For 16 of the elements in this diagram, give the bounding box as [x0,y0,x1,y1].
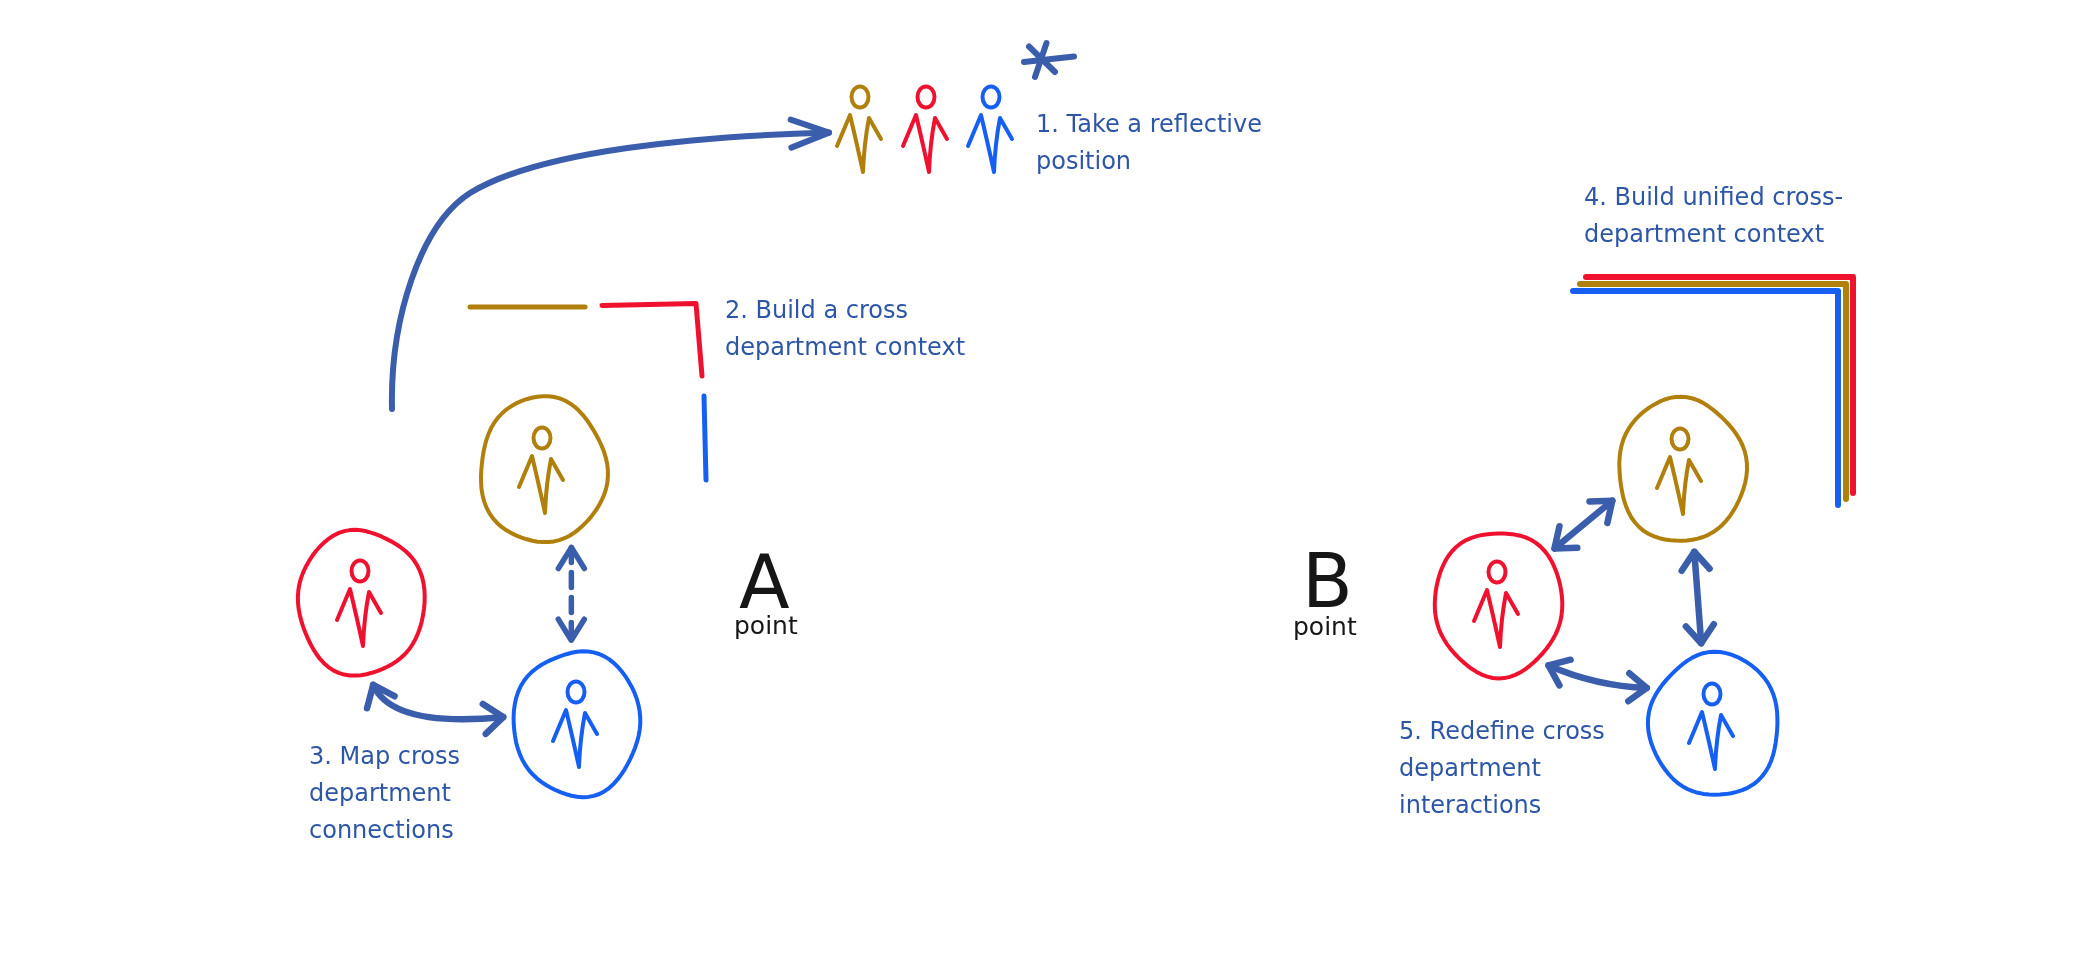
point-letter: B [1302,551,1353,611]
double-arrow [1678,548,1718,647]
point-letter: A [739,552,790,612]
dashed-double-arrow [555,544,588,643]
arrow [389,116,832,412]
point-caption: point [734,613,798,638]
step-caption: 1. Take a reflective position [1036,109,1263,177]
point-caption: point [1293,614,1357,639]
double-arrow [1545,656,1651,705]
step-caption: 2. Build a cross department context [725,295,967,363]
people-group-icon [834,84,1016,176]
step-caption: 4. Build unified cross-department context [1584,182,1845,250]
step-caption: 5. Redefine cross department interactions [1399,716,1606,821]
double-arrow [1551,497,1616,552]
step-caption: 3. Map cross department connections [309,741,462,846]
double-arrow [366,681,507,737]
